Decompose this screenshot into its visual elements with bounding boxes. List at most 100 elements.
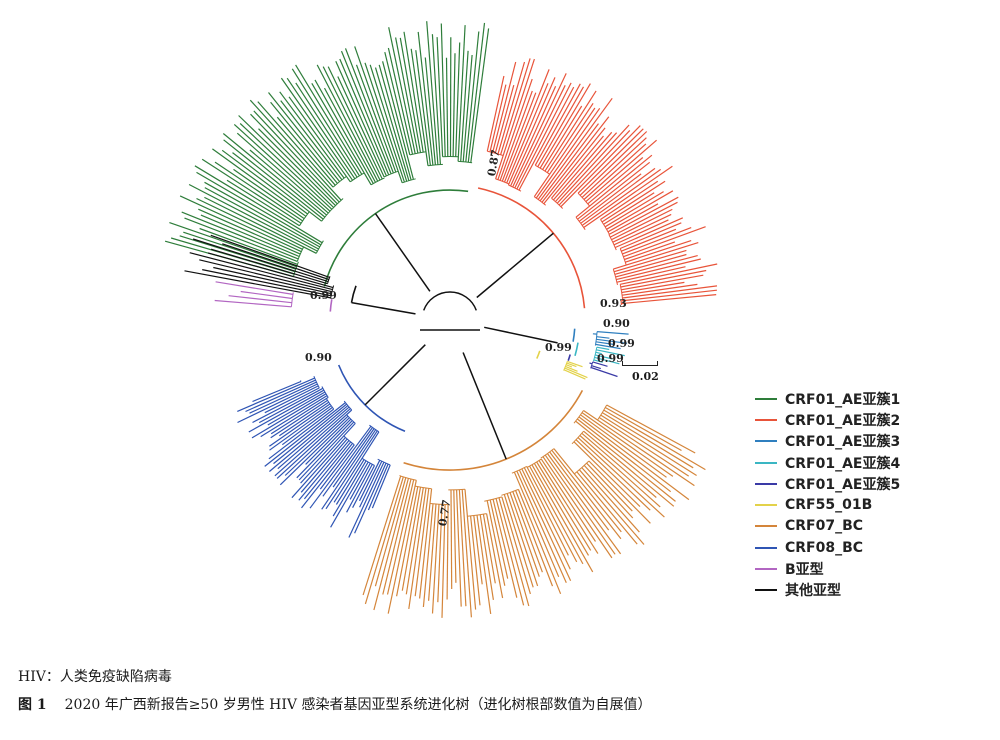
crf08-bc-leaf bbox=[367, 463, 389, 511]
crf01-ae-cluster1-subarc bbox=[315, 240, 324, 254]
scale-bar: 0.02 bbox=[622, 360, 662, 390]
crf01-ae-cluster2-leaf bbox=[492, 61, 517, 153]
crf07-bc-leaf bbox=[540, 458, 597, 542]
crf01-ae-cluster2-leaf bbox=[613, 219, 669, 246]
legend-item: CRF01_AE亚簇4 bbox=[755, 452, 995, 473]
bootstrap-label: 0.90 bbox=[603, 317, 630, 330]
legend-item: CRF07_BC bbox=[755, 516, 995, 537]
crf01-ae-cluster2-subarc bbox=[575, 216, 586, 230]
crf07-bc-leaf bbox=[512, 491, 543, 573]
crf01-ae-cluster2-leaf bbox=[607, 203, 659, 233]
crf01-ae-cluster1-leaf bbox=[327, 66, 383, 180]
crf07-bc-leaf bbox=[437, 504, 443, 603]
subtype-b-leaf bbox=[215, 281, 293, 295]
crf07-bc-leaf bbox=[441, 504, 446, 618]
crf01-ae-cluster2-leaf bbox=[518, 86, 575, 191]
legend-item: 其他亚型 bbox=[755, 580, 995, 601]
crf55-01b-subarc bbox=[563, 361, 568, 371]
crf08-bc-leaf bbox=[303, 441, 352, 500]
crf08-bc-leaf bbox=[248, 389, 325, 433]
crf01-ae-cluster4-leaf bbox=[595, 354, 613, 360]
other-subtypes-leaf bbox=[202, 269, 332, 297]
crf07-bc-leaf bbox=[547, 453, 622, 555]
crf01-ae-cluster2-leaf bbox=[506, 83, 549, 184]
crf01-ae-cluster1-leaf bbox=[288, 96, 351, 183]
crf07-bc-leaf bbox=[575, 439, 651, 511]
crf01-ae-cluster1-leaf bbox=[399, 37, 422, 153]
crf01-ae-cluster1-leaf bbox=[388, 27, 416, 154]
crf01-ae-cluster2-leaf bbox=[507, 77, 556, 186]
subtype-b-leaf bbox=[228, 295, 292, 304]
crf01-ae-cluster2-leaf bbox=[503, 69, 550, 183]
crf07-bc-leaf bbox=[373, 478, 409, 611]
crf01-ae-cluster1-subarc bbox=[299, 211, 310, 226]
crf08-bc-leaf bbox=[270, 399, 328, 439]
crf01-ae-cluster1-leaf bbox=[239, 123, 333, 210]
crf07-bc-leaf bbox=[581, 412, 674, 477]
phylogenetic-tree-figure: 0.87 0.99 0.93 0.90 0.99 0.99 0.99 0.90 … bbox=[160, 15, 750, 630]
other-subtypes-arc bbox=[350, 285, 357, 303]
crf01-ae-cluster1-leaf bbox=[364, 62, 405, 183]
crf01-ae-cluster2-leaf bbox=[499, 90, 533, 181]
crf01-ae-cluster5-leaf bbox=[589, 362, 593, 365]
crf07-bc-leaf bbox=[386, 479, 415, 595]
crf07-bc-leaf bbox=[551, 449, 622, 540]
crf07-bc-leaf bbox=[581, 467, 640, 533]
crf01-ae-cluster2-leaf bbox=[616, 258, 701, 281]
crf01-ae-cluster2-leaf bbox=[533, 107, 596, 198]
crf08-bc-leaf bbox=[300, 422, 356, 484]
crf07-bc-leaf bbox=[362, 475, 402, 596]
crf07-bc-leaf bbox=[575, 420, 676, 502]
crf01-ae-cluster2-subarc bbox=[608, 234, 617, 251]
legend-swatch bbox=[755, 504, 777, 507]
crf08-bc-leaf bbox=[273, 403, 347, 465]
crf01-ae-cluster2-leaf bbox=[625, 240, 692, 263]
crf01-ae-cluster2-leaf bbox=[624, 241, 676, 261]
crf55-01b-leaf bbox=[567, 360, 583, 368]
legend-swatch bbox=[755, 525, 777, 528]
crf07-bc-leaf bbox=[586, 462, 633, 512]
scale-bar-label: 0.02 bbox=[632, 370, 659, 383]
main-branch bbox=[462, 352, 507, 460]
crf01-ae-cluster1-leaf bbox=[204, 187, 319, 250]
crf08-bc-leaf bbox=[332, 460, 367, 517]
legend-item: CRF01_AE亚簇2 bbox=[755, 409, 995, 430]
crf01-ae-cluster2-leaf bbox=[500, 58, 531, 155]
crf01-ae-cluster2-leaf bbox=[621, 274, 704, 291]
crf01-ae-cluster2-leaf bbox=[558, 129, 631, 206]
crf01-ae-cluster2-leaf bbox=[583, 165, 673, 228]
bootstrap-label: 0.93 bbox=[600, 297, 627, 310]
crf01-ae-cluster2-leaf bbox=[622, 283, 698, 296]
crf01-ae-cluster1-leaf bbox=[212, 148, 307, 217]
subtype-b-arc bbox=[329, 299, 333, 312]
crf07-bc-leaf bbox=[364, 476, 404, 605]
crf01-ae-cluster1-leaf bbox=[221, 149, 308, 215]
crf07-bc-leaf bbox=[401, 486, 422, 591]
other-subtypes-leaf bbox=[192, 238, 329, 283]
crf55-01b-leaf bbox=[565, 364, 573, 368]
other-subtypes-leaf bbox=[222, 243, 330, 281]
crf07-bc-leaf bbox=[579, 435, 661, 508]
crf07-bc-leaf bbox=[431, 504, 440, 614]
crf01-ae-cluster1-leaf bbox=[295, 82, 358, 178]
crf07-bc-leaf bbox=[482, 513, 496, 584]
other-subtypes-leaf bbox=[207, 252, 334, 289]
crf07-bc-leaf bbox=[473, 515, 483, 585]
crf08-bc-leaf bbox=[270, 396, 329, 435]
crf01-ae-cluster1-leaf bbox=[344, 48, 394, 174]
main-branch bbox=[351, 301, 416, 315]
crf01-ae-cluster2-leaf bbox=[514, 85, 566, 189]
crf01-ae-cluster2-leaf bbox=[581, 137, 647, 198]
crf07-bc-leaf bbox=[578, 416, 690, 501]
crf08-bc-leaf bbox=[354, 462, 387, 534]
crf01-ae-cluster1-leaf bbox=[382, 61, 414, 180]
crf07-bc-leaf bbox=[529, 465, 584, 565]
crf01-ae-cluster2-leaf bbox=[516, 82, 572, 190]
crf01-ae-cluster1-leaf bbox=[257, 101, 334, 188]
crf01-ae-cluster1-leaf bbox=[410, 48, 429, 166]
crf01-ae-cluster1-leaf bbox=[354, 46, 403, 183]
crf07-bc-leaf bbox=[501, 496, 531, 595]
crf07-bc-leaf bbox=[583, 430, 675, 507]
crf08-bc-leaf bbox=[348, 461, 385, 538]
